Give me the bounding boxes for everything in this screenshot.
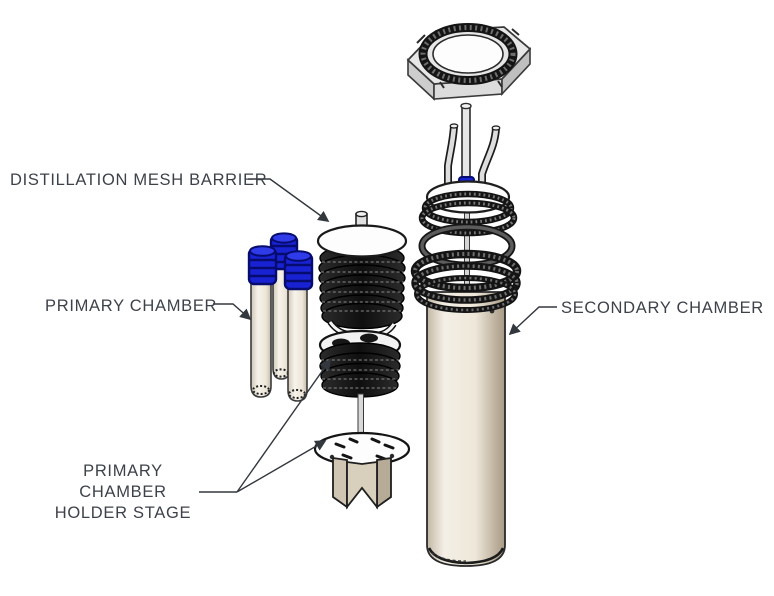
primary-chamber-tubes <box>247 232 314 402</box>
threaded-collar <box>410 249 522 313</box>
leader-secondary-chamber <box>508 306 557 336</box>
secondary-chamber-cylinder <box>426 291 506 567</box>
label-secondary-chamber: SECONDARY CHAMBER <box>561 299 764 317</box>
label-primary-chamber: PRIMARY CHAMBER <box>45 297 218 315</box>
mesh-barrier <box>316 210 408 339</box>
holder-rings <box>318 329 402 398</box>
label-holder-stage-line1: PRIMARY CHAMBER <box>79 462 167 501</box>
leader-primary-chamber <box>213 303 252 321</box>
leader-mesh-barrier <box>248 178 330 222</box>
tube-cap-left <box>247 245 278 286</box>
label-primary-chamber-holder-stage: PRIMARY CHAMBER HOLDER STAGE <box>38 461 208 524</box>
lid-assembly <box>418 102 518 301</box>
holder-stand <box>313 393 411 510</box>
label-distillation-mesh-barrier: DISTILLATION MESH BARRIER <box>10 171 268 189</box>
leader-holder-stage-upper <box>236 358 331 493</box>
leader-holder-stage-lower <box>236 440 327 493</box>
label-holder-stage-line2: HOLDER STAGE <box>54 504 192 522</box>
hex-nut <box>406 23 532 101</box>
tube-cap-right <box>283 250 314 291</box>
leader-lines <box>199 178 557 493</box>
